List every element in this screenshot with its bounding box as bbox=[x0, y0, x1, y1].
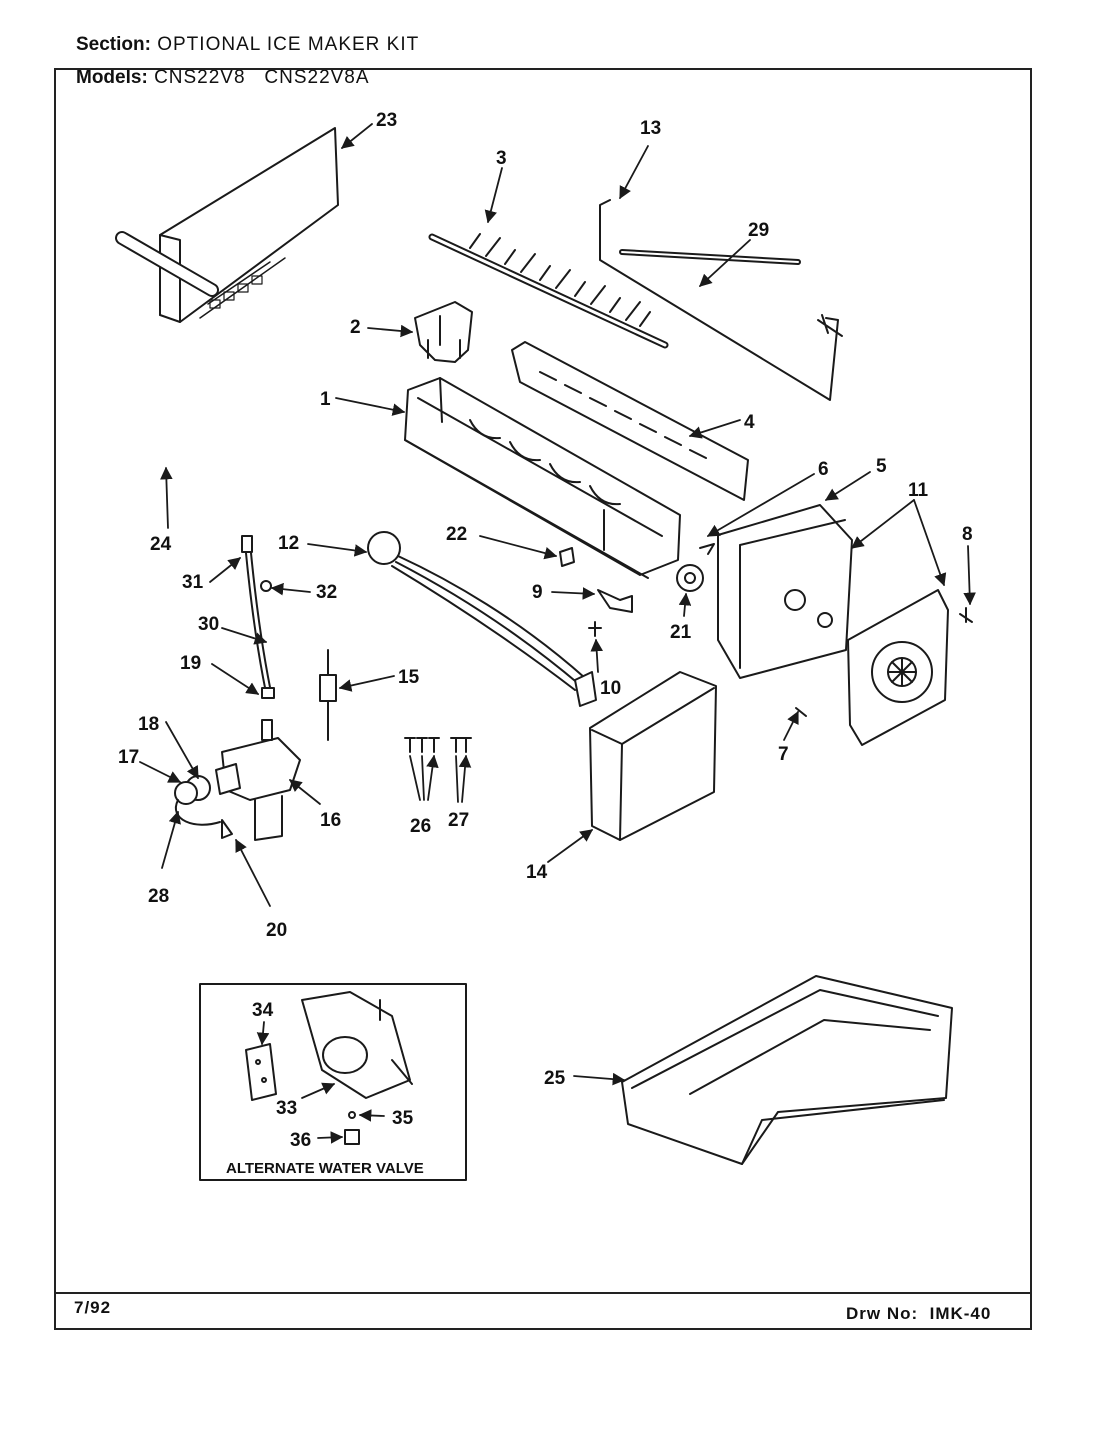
callout-9: 9 bbox=[532, 582, 543, 603]
callout-16: 16 bbox=[320, 810, 341, 831]
part-14-cover bbox=[589, 671, 717, 841]
part-8-screw bbox=[959, 607, 973, 623]
models-value: CNS22V8 CNS22V8A bbox=[154, 67, 370, 88]
callout-28: 28 bbox=[148, 886, 169, 907]
part-22-clip bbox=[559, 547, 575, 567]
callout-25: 25 bbox=[544, 1068, 566, 1089]
part-4-stripper bbox=[511, 341, 749, 501]
part-7-screw bbox=[795, 707, 807, 717]
part-23-cover bbox=[159, 127, 339, 323]
callout-20: 20 bbox=[266, 920, 287, 941]
footer-rule bbox=[54, 1292, 1032, 1294]
part-25-ice-bin bbox=[621, 975, 953, 1165]
callout-36: 36 bbox=[290, 1130, 311, 1151]
callout-27: 27 bbox=[448, 810, 469, 831]
section-heading: Section: OPTIONAL ICE MAKER KIT bbox=[76, 34, 419, 56]
drawing-frame bbox=[54, 68, 1032, 1330]
part-20-terminal bbox=[221, 819, 233, 839]
part-1-mold bbox=[404, 377, 681, 579]
alternate-valve-inset bbox=[199, 983, 467, 1181]
part-11-motor bbox=[847, 589, 949, 746]
part-6-spring bbox=[699, 543, 715, 555]
callout-21: 21 bbox=[670, 622, 692, 643]
callout-3: 3 bbox=[496, 148, 507, 169]
callout-numbers: 1 2 3 4 5 6 7 8 9 10 11 12 13 14 15 16 1… bbox=[118, 110, 973, 1177]
callout-29: 29 bbox=[748, 220, 769, 241]
callout-22: 22 bbox=[446, 524, 467, 545]
callout-leaders bbox=[139, 123, 976, 1144]
callout-30: 30 bbox=[198, 614, 219, 635]
part-30-tube bbox=[241, 535, 275, 699]
part-16-water-valve bbox=[174, 719, 301, 841]
models-label: Models: bbox=[76, 67, 148, 88]
callout-31: 31 bbox=[182, 572, 204, 593]
models-heading: Models: CNS22V8 CNS22V8A bbox=[76, 67, 370, 89]
callout-10: 10 bbox=[600, 678, 621, 699]
callout-26: 26 bbox=[410, 816, 431, 837]
part-36-cap bbox=[344, 1129, 360, 1145]
part-13-shutoff-arm bbox=[599, 199, 843, 401]
parts-26-27-screws bbox=[404, 737, 472, 753]
callout-12: 12 bbox=[278, 533, 299, 554]
drawing-number: Drw No: IMK-40 bbox=[846, 1304, 992, 1323]
part-33-valve bbox=[301, 991, 413, 1099]
callout-32: 32 bbox=[316, 582, 337, 603]
callout-2: 2 bbox=[350, 317, 361, 338]
part-21-thermostat bbox=[676, 564, 704, 592]
part-15-connector bbox=[319, 649, 337, 741]
callout-1: 1 bbox=[320, 389, 331, 410]
callout-4: 4 bbox=[744, 412, 755, 433]
part-24-fill-tube bbox=[115, 231, 219, 297]
callout-11: 11 bbox=[908, 480, 929, 501]
section-label: Section: bbox=[76, 34, 151, 55]
callout-7: 7 bbox=[778, 744, 789, 765]
callout-15: 15 bbox=[398, 667, 420, 688]
part-35-ring bbox=[348, 1111, 356, 1119]
part-10-screw bbox=[588, 621, 602, 637]
part-2-bracket bbox=[414, 301, 473, 363]
callout-18: 18 bbox=[138, 714, 159, 735]
callout-13: 13 bbox=[640, 118, 661, 139]
callout-34: 34 bbox=[252, 1000, 274, 1021]
part-9-bracket bbox=[597, 589, 633, 613]
part-28-wire bbox=[174, 799, 221, 826]
part-12-harness bbox=[367, 531, 597, 707]
section-value: OPTIONAL ICE MAKER KIT bbox=[157, 34, 420, 55]
part-5-housing bbox=[717, 504, 853, 679]
part-34-bracket bbox=[245, 1043, 277, 1101]
callout-23: 23 bbox=[376, 110, 397, 131]
callout-35: 35 bbox=[392, 1108, 414, 1129]
footer-date: 7/92 bbox=[74, 1298, 112, 1317]
part-3-ejector bbox=[428, 233, 669, 349]
callout-6: 6 bbox=[818, 459, 829, 480]
part-29-rod bbox=[619, 249, 801, 265]
callout-5: 5 bbox=[876, 456, 887, 477]
callout-24: 24 bbox=[150, 534, 172, 555]
inset-caption: ALTERNATE WATER VALVE bbox=[226, 1160, 424, 1177]
callout-17: 17 bbox=[118, 747, 139, 768]
callout-19: 19 bbox=[180, 653, 201, 674]
callout-33: 33 bbox=[276, 1098, 297, 1119]
callout-14: 14 bbox=[526, 862, 548, 883]
callout-8: 8 bbox=[962, 524, 973, 545]
